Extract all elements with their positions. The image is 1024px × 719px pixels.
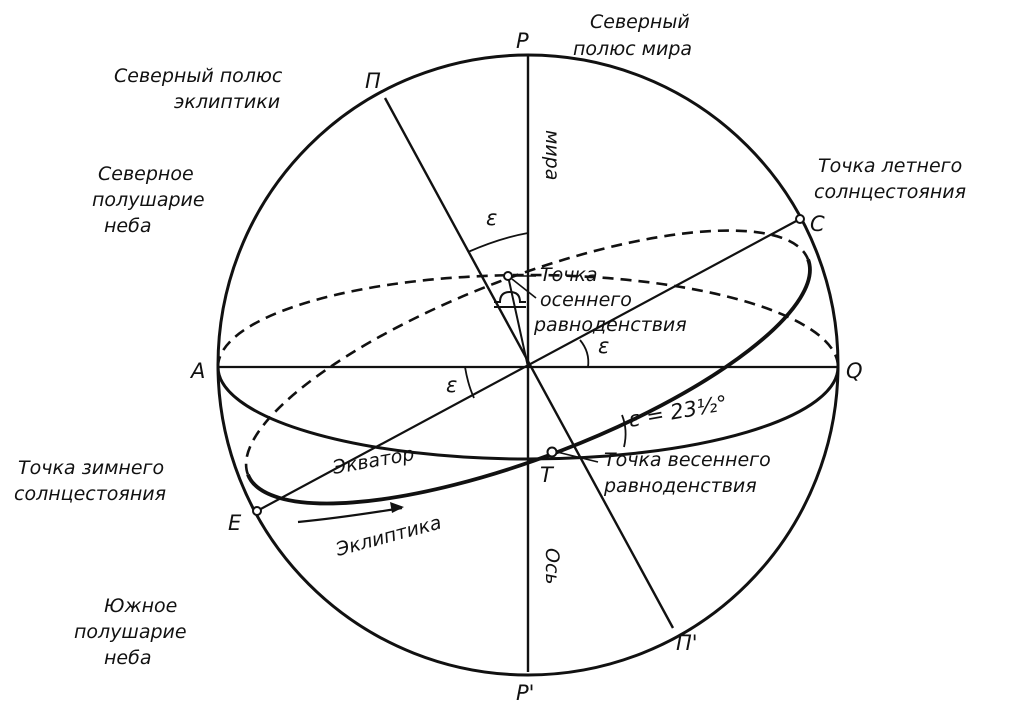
summer-solstice-line2: солнцестояния — [814, 181, 966, 203]
spring-equinox-line2: равноденствия — [603, 475, 757, 497]
spring-equinox-line1: Точка весеннего — [604, 449, 771, 471]
point-spring-equinox — [546, 446, 558, 458]
winter-solstice-line1: Точка зимнего — [18, 457, 164, 479]
autumn-equinox-line2: осеннего — [540, 289, 632, 311]
angle-arc-epsilon-spring — [621, 414, 627, 448]
label-Pi-prime: П' — [676, 631, 698, 655]
label-A: A — [189, 359, 205, 383]
ecliptic-front-solid — [246, 258, 812, 506]
label-north-ecliptic-pole: Северный полюс эклиптики — [114, 65, 283, 113]
north-hemisphere-line3: неба — [104, 215, 151, 237]
north-celestial-pole-line2: полюс мира — [573, 38, 692, 60]
label-Q: Q — [846, 359, 863, 383]
epsilon-label-right: ε — [598, 334, 609, 358]
north-celestial-pole-line1: Северный — [590, 11, 690, 33]
north-hemisphere-line2: полушарие — [92, 189, 205, 211]
ecliptic-direction-arrow-icon — [297, 506, 403, 524]
axis-label-bottom: Ось — [541, 548, 563, 585]
label-Pi: П — [365, 69, 381, 93]
label-summer-solstice: Точка летнего солнцестояния — [814, 155, 966, 203]
point-autumn-equinox — [503, 271, 513, 281]
south-hemisphere-line1: Южное — [104, 595, 177, 617]
label-T: Т — [540, 463, 555, 487]
angle-arc-epsilon-top — [467, 232, 529, 253]
label-autumn-equinox: Точка осеннего равноденствия — [533, 264, 687, 336]
winter-solstice-line2: солнцестояния — [14, 483, 166, 505]
south-hemisphere-line2: полушарие — [74, 621, 187, 643]
angle-arc-epsilon-left — [464, 366, 475, 399]
label-north-hemisphere: Северное полушарие неба — [92, 163, 205, 237]
arrow-head-icon — [390, 502, 404, 513]
south-hemisphere-line3: неба — [104, 647, 151, 669]
label-P-prime: P' — [516, 681, 534, 705]
leader-autumn-equinox-2 — [511, 278, 537, 299]
label-south-hemisphere: Южное полушарие неба — [74, 595, 187, 669]
label-winter-solstice: Точка зимнего солнцестояния — [14, 457, 166, 505]
equator-back-dashed — [216, 273, 840, 368]
summer-solstice-line1: Точка летнего — [818, 155, 962, 177]
libra-symbol-icon — [494, 290, 526, 308]
label-E: E — [228, 511, 242, 535]
axis-label-top: мира — [541, 130, 563, 180]
epsilon-label-top: ε — [486, 206, 497, 230]
ecliptic-back-dashed — [244, 229, 810, 475]
north-ecliptic-pole-line2: эклиптики — [174, 91, 280, 113]
point-C-summer-solstice — [795, 214, 805, 224]
epsilon-label-left: ε — [446, 373, 457, 397]
ecliptic-axis-PiPi — [383, 97, 675, 629]
ecliptic-label: Эклиптика — [333, 512, 444, 562]
autumn-equinox-line1: Точка — [540, 264, 598, 286]
point-E-winter-solstice — [252, 506, 262, 516]
north-ecliptic-pole-line1: Северный полюс — [114, 65, 283, 87]
label-north-celestial-pole: Северный полюс мира — [573, 11, 692, 60]
leader-spring-equinox — [556, 451, 599, 463]
angle-arc-epsilon-right — [579, 339, 590, 368]
label-spring-equinox: Точка весеннего равноденствия — [603, 449, 771, 497]
label-C: C — [810, 212, 825, 236]
north-hemisphere-line1: Северное — [98, 163, 194, 185]
autumn-equinox-line3: равноденствия — [533, 314, 687, 336]
label-P: P — [516, 29, 529, 53]
